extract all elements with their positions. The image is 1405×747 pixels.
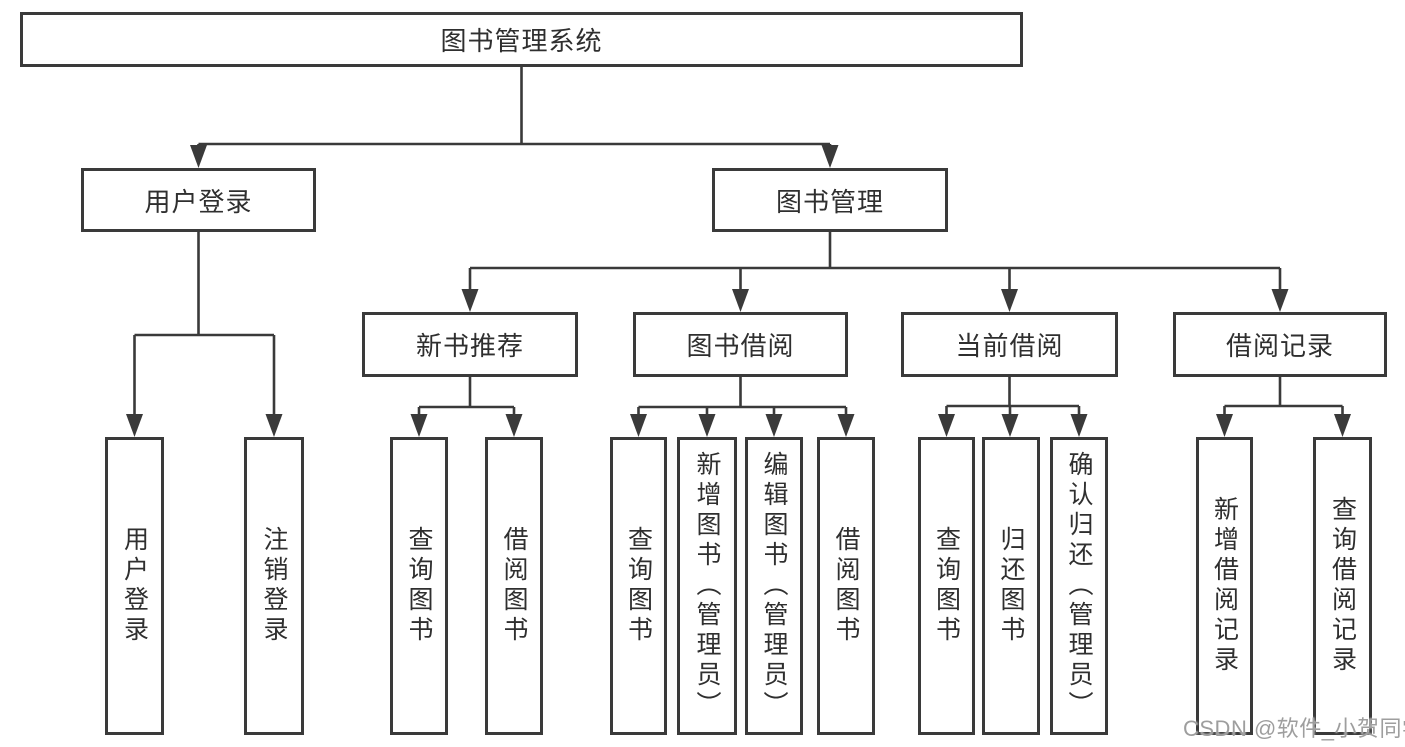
node-label: 新增借阅记录 [1210,496,1239,676]
connector-user-login-children [126,232,283,437]
node-borrowing-records: 借阅记录 [1173,312,1387,377]
node-label: 借阅记录 [1225,331,1334,361]
leaf-add-borrowing-record: 新增借阅记录 [1196,437,1253,735]
node-label: 查询借阅记录 [1328,496,1357,676]
leaf-return-books: 归还图书 [982,437,1040,735]
node-label: 查询图书 [932,526,961,646]
node-label: 编辑图书（管理员） [760,451,788,721]
watermark: CSDN @软件_小贺同学 [1183,716,1405,741]
leaf-query-books-recommend: 查询图书 [390,437,448,735]
leaf-confirm-return-admin: 确认归还（管理员） [1050,437,1108,735]
node-label: 借阅图书 [500,526,528,646]
leaf-add-book-admin: 新增图书（管理员） [677,437,737,735]
connector-root-to-level2 [190,67,839,168]
node-label: 新增图书（管理员） [693,451,721,721]
node-label: 用户登录 [144,186,253,217]
node-label: 新书推荐 [415,331,524,361]
node-label: 图书管理 [775,186,884,217]
node-book-management: 图书管理 [712,168,948,232]
leaf-query-books-borrowing: 查询图书 [610,437,667,735]
connector-book-management-children [461,232,1289,312]
connector-current-borrowing-children [938,377,1088,437]
node-library-management-system: 图书管理系统 [20,12,1023,67]
node-label: 查询图书 [624,526,653,646]
leaf-user-login: 用户登录 [105,437,164,735]
connector-new-book-recommend-children [410,377,523,437]
node-label: 图书借阅 [686,331,795,361]
node-label: 当前借阅 [955,331,1064,361]
node-label: 借阅图书 [832,526,860,646]
leaf-edit-book-admin: 编辑图书（管理员） [745,437,803,735]
node-book-borrowing: 图书借阅 [633,312,848,377]
leaf-logout: 注销登录 [244,437,304,735]
node-label: 注销登录 [260,526,288,646]
leaf-borrow-books-recommend: 借阅图书 [485,437,543,735]
node-label: 用户登录 [120,526,149,646]
connector-borrowing-records-children [1216,377,1351,437]
connector-book-borrowing-children [630,377,855,437]
leaf-query-books-current: 查询图书 [918,437,975,735]
node-label: 归还图书 [997,526,1025,646]
leaf-borrow-books-borrowing: 借阅图书 [817,437,875,735]
leaf-query-borrowing-record: 查询借阅记录 [1313,437,1372,735]
node-current-borrowing: 当前借阅 [901,312,1118,377]
node-new-book-recommend: 新书推荐 [362,312,578,377]
node-label: 图书管理系统 [440,26,603,56]
node-label: 确认归还（管理员） [1065,451,1093,721]
node-user-login: 用户登录 [81,168,316,232]
node-label: 查询图书 [405,526,433,646]
